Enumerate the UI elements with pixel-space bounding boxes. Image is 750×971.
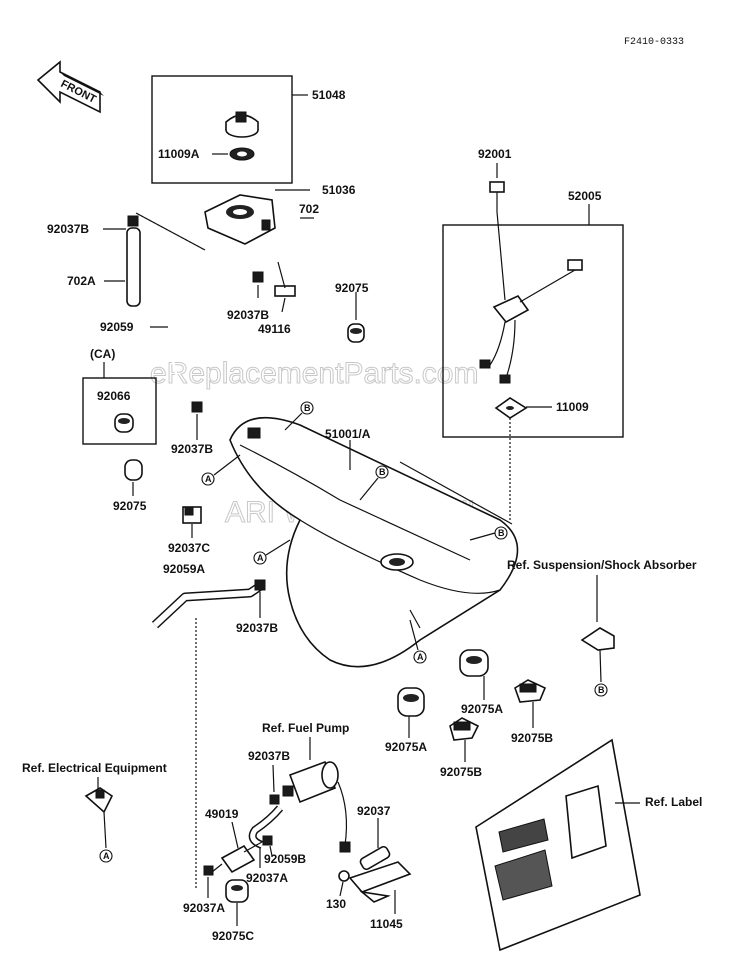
- part-51036: 51036: [322, 183, 356, 197]
- part-92037A-right: 92037A: [246, 871, 288, 885]
- bolt-92001: [489, 181, 505, 212]
- svg-text:A: A: [205, 474, 212, 484]
- svg-text:B: B: [598, 685, 605, 695]
- svg-text:A: A: [103, 851, 110, 861]
- part-92075-top: 92075: [335, 281, 369, 295]
- marker-A-1: A: [201, 454, 241, 486]
- svg-text:A: A: [417, 652, 424, 662]
- fuel-tank-51001A: [229, 417, 519, 668]
- front-arrow: FRONT: [36, 60, 104, 114]
- damper-92075-lower: [124, 459, 143, 481]
- electrical-bracket: [84, 787, 114, 814]
- part-11009: 11009: [556, 400, 589, 414]
- fuel-filter-49019: [211, 841, 263, 874]
- ref-electrical: Ref. Electrical Equipment: [22, 761, 167, 775]
- fuel-gauge-sender: [479, 259, 583, 384]
- ref-suspension: Ref. Suspension/Shock Absorber: [507, 558, 697, 572]
- ca-part-box: [82, 377, 157, 445]
- part-51048: 51048: [312, 88, 346, 102]
- part-92075B-left: 92075B: [440, 765, 482, 779]
- clamp-92037B-lower: [254, 579, 266, 591]
- gauge-gasket-11009: [494, 397, 528, 419]
- marker-A-3: A: [409, 619, 427, 664]
- fuel-cap: [225, 111, 259, 138]
- damper-92075C: [225, 879, 249, 903]
- marker-A-2: A: [253, 539, 291, 565]
- damper-92075B-right: [514, 679, 547, 703]
- part-92037B-pump: 92037B: [248, 749, 290, 763]
- marker-A-4: A: [99, 811, 113, 863]
- part-11045: 11045: [370, 917, 403, 931]
- marker-B-4: B: [594, 649, 608, 697]
- fuel-pump: [282, 760, 351, 853]
- part-51001A: 51001/A: [325, 427, 371, 441]
- damper-92075A-left: [397, 687, 425, 717]
- cap-gasket: [229, 147, 255, 161]
- part-92075C: 92075C: [212, 929, 254, 943]
- part-92001: 92001: [478, 147, 512, 161]
- damper-92075B-left: [449, 717, 480, 741]
- clip-92037: [359, 845, 391, 871]
- part-49019: 49019: [205, 807, 239, 821]
- part-11009A: 11009A: [158, 147, 200, 161]
- clamp-92037A-left: [203, 865, 214, 876]
- filler-neck-bracket: [204, 194, 276, 245]
- part-92037A-left: 92037A: [183, 901, 225, 915]
- part-92075A-right: 92075A: [461, 702, 503, 716]
- tube-702A: [126, 227, 141, 307]
- shock-bracket: [580, 627, 615, 651]
- marker-B-2: B: [359, 465, 389, 501]
- part-92075A-left: 92075A: [385, 740, 427, 754]
- cap-assembly-box: [151, 75, 293, 184]
- damper-92066: [114, 413, 134, 433]
- part-CA: (CA): [90, 347, 115, 361]
- ref-label: Ref. Label: [645, 795, 702, 809]
- svg-text:B: B: [304, 403, 311, 413]
- part-52005: 52005: [568, 189, 602, 203]
- damper-92075A-right: [459, 649, 489, 677]
- part-130: 130: [326, 897, 346, 911]
- tube-702: [289, 239, 328, 328]
- watermark-ereplacementparts: eReplacementParts.com: [150, 357, 478, 390]
- damper-92075-top: [347, 323, 365, 343]
- clamp-92037B-pump: [269, 794, 280, 805]
- svg-text:B: B: [379, 467, 386, 477]
- part-92037: 92037: [357, 804, 391, 818]
- svg-text:B: B: [498, 528, 505, 538]
- part-92037C: 92037C: [168, 541, 210, 555]
- part-92075B-right: 92075B: [511, 731, 553, 745]
- label-sheet: [475, 738, 641, 952]
- part-92037B-mid: 92037B: [227, 308, 269, 322]
- clamp-92037B-left: [191, 401, 203, 413]
- part-92075-lower: 92075: [113, 499, 147, 513]
- part-92059B: 92059B: [264, 852, 306, 866]
- clamp-92037B-mid: [252, 271, 264, 283]
- part-92037B-left: 92037B: [171, 442, 213, 456]
- ref-fuel-pump: Ref. Fuel Pump: [262, 721, 349, 735]
- part-92059A: 92059A: [163, 562, 205, 576]
- marker-B-3: B: [469, 526, 508, 541]
- hose-clamp-92037B: [127, 215, 139, 227]
- part-92037B-lower: 92037B: [236, 621, 278, 635]
- part-92059: 92059: [100, 320, 134, 334]
- fuel-gauge-box: [442, 224, 624, 438]
- part-702: 702: [299, 202, 319, 216]
- part-92037B-top: 92037B: [47, 222, 89, 236]
- svg-text:A: A: [257, 553, 264, 563]
- part-702A: 702A: [67, 274, 96, 288]
- clamp-92037A-right: [262, 835, 273, 846]
- part-49116: 49116: [258, 322, 291, 336]
- bracket-11045: [348, 861, 412, 903]
- part-92066: 92066: [97, 389, 131, 403]
- diagram-code: F2410-0333: [624, 37, 684, 48]
- marker-B-1: B: [284, 401, 314, 431]
- screw-130: [338, 870, 350, 882]
